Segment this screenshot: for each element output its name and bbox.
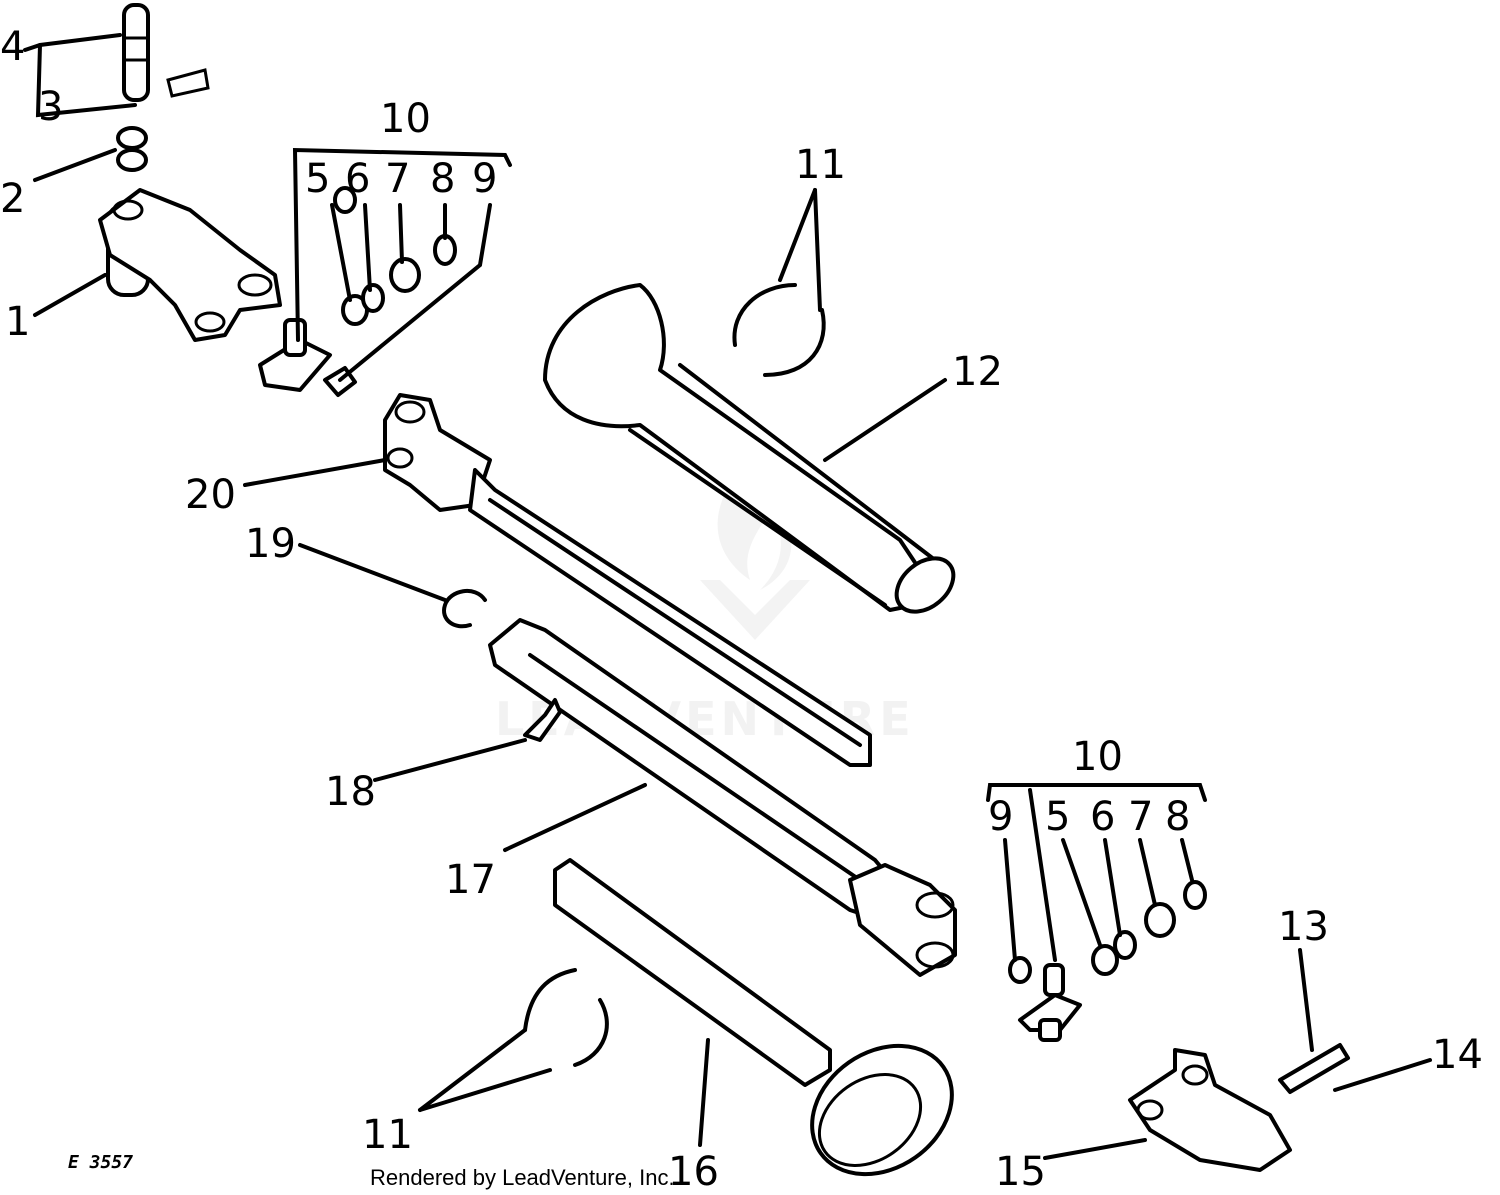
callout-4: 4 [0, 24, 25, 70]
callout-11-top: 11 [795, 142, 846, 188]
render-credit: Rendered by LeadVenture, Inc. [370, 1165, 675, 1190]
callout-1: 1 [5, 299, 30, 345]
part-17-inner-tube [488, 618, 957, 977]
part-4-pin [122, 3, 150, 102]
callout-10-top: 10 [380, 96, 431, 142]
figure-id: E 3557 [68, 1152, 133, 1173]
part-20-inner-shaft [383, 393, 872, 767]
part-12-outer-shield [543, 283, 956, 614]
callout-17: 17 [445, 857, 496, 903]
callout-12: 12 [952, 349, 1003, 395]
callout-16: 16 [668, 1149, 719, 1195]
callout-13: 13 [1278, 904, 1329, 950]
part-15-yoke [1128, 1048, 1292, 1172]
part-cross-kit-bottom [1008, 880, 1207, 1042]
part-19-snap-ring [442, 589, 487, 629]
callout-9-bottom: 9 [988, 794, 1013, 840]
part-11-snap-rings-bottom [523, 968, 609, 1067]
part-3-cotter-pin [166, 68, 210, 98]
callout-8-top: 8 [430, 156, 455, 202]
callout-6-bottom: 6 [1090, 794, 1115, 840]
callout-19: 19 [245, 521, 296, 567]
part-11-snap-rings-top [732, 283, 826, 377]
callout-7-top: 7 [385, 156, 410, 202]
callout-3: 3 [38, 84, 63, 130]
callout-6-top: 6 [345, 156, 370, 202]
part-16-lower-shield [553, 858, 954, 1177]
callout-7-bottom: 7 [1128, 794, 1153, 840]
callout-10-bottom: 10 [1072, 734, 1123, 780]
callout-18: 18 [325, 769, 376, 815]
callout-5-top: 5 [305, 156, 330, 202]
callout-15: 15 [995, 1149, 1046, 1195]
leader-lines [23, 33, 1432, 1160]
part-1-yoke [98, 188, 282, 342]
part-2-washer [116, 126, 148, 172]
callout-8-bottom: 8 [1165, 794, 1190, 840]
part-13-pin [1278, 1043, 1350, 1094]
callout-5-bottom: 5 [1045, 794, 1070, 840]
part-18-grease-fitting [523, 698, 562, 742]
callout-9-top: 9 [472, 156, 497, 202]
callout-11-bottom: 11 [362, 1112, 413, 1158]
part-cross-kit-top [258, 186, 457, 397]
callout-14: 14 [1432, 1032, 1483, 1078]
callout-20: 20 [185, 472, 236, 518]
callout-2: 2 [0, 176, 25, 222]
